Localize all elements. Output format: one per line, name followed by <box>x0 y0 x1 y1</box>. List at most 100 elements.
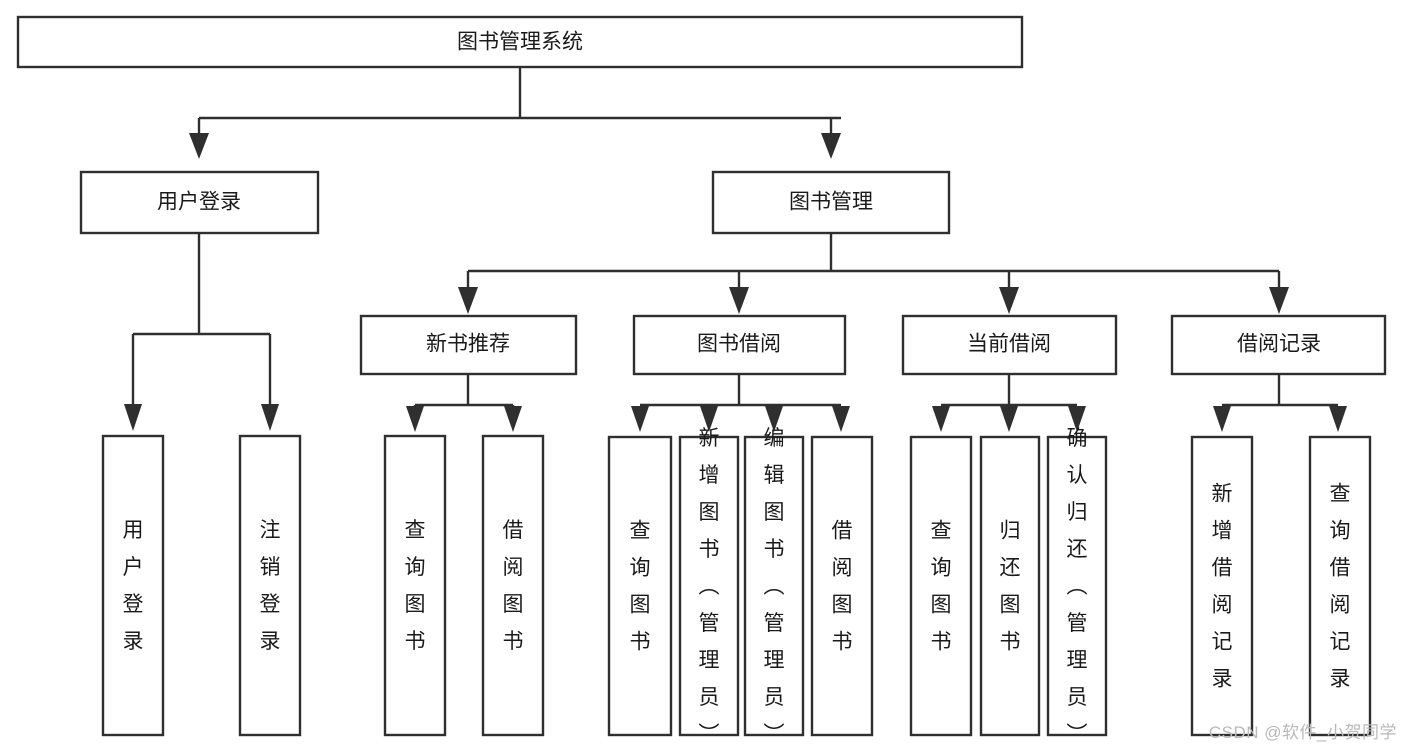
svg-text:图: 图 <box>405 593 426 616</box>
svg-text:理: 理 <box>699 649 720 672</box>
svg-text:管: 管 <box>1067 612 1088 635</box>
connector-layer <box>124 67 1347 432</box>
svg-text:图: 图 <box>503 593 524 616</box>
node-new-book-recommend-box[interactable] <box>359 314 578 376</box>
svg-text:记: 记 <box>1330 631 1351 654</box>
svg-text:阅: 阅 <box>503 556 524 579</box>
node-borrow-record[interactable]: 借阅记录 <box>1170 314 1387 376</box>
node-root-label: 图书管理系统 <box>457 31 583 54</box>
svg-text:录: 录 <box>260 630 281 653</box>
svg-text:归: 归 <box>1000 520 1021 543</box>
leaf-borrow-book-1-box[interactable] <box>481 434 545 737</box>
svg-text:员: 员 <box>764 686 785 709</box>
node-user-login[interactable]: 用户登录 <box>79 170 320 235</box>
svg-text:图: 图 <box>1000 594 1021 617</box>
svg-text:录: 录 <box>1212 668 1233 691</box>
svg-text:书: 书 <box>503 630 524 653</box>
svg-text:图: 图 <box>630 594 651 617</box>
svg-text:确: 确 <box>1067 427 1088 450</box>
svg-text:书: 书 <box>405 630 426 653</box>
arrow-to-leaf-query-book-1 <box>406 406 424 432</box>
node-book-borrow[interactable]: 图书借阅 <box>632 314 847 376</box>
svg-text:查: 查 <box>405 519 426 542</box>
node-user-login-label: 用户登录 <box>157 191 241 214</box>
node-root-box[interactable] <box>16 15 1024 69</box>
arrow-to-leaf-edit-book <box>765 406 783 432</box>
svg-text:借: 借 <box>1330 557 1351 580</box>
leaf-return-book-box[interactable] <box>979 435 1041 737</box>
node-current-borrow-box[interactable] <box>901 314 1118 376</box>
svg-text:书: 书 <box>630 631 651 654</box>
leaf-query-book-2-box[interactable] <box>607 435 673 737</box>
arrow-to-user-login <box>189 133 209 159</box>
leaf-query-book-3-box[interactable] <box>909 435 973 737</box>
node-borrow-record-box[interactable] <box>1170 314 1387 376</box>
arrow-to-borrow-record <box>1269 287 1289 314</box>
leaf-user-login-label: 用户登录 <box>123 519 144 653</box>
svg-text:书: 书 <box>1000 631 1021 654</box>
svg-text:借: 借 <box>503 519 524 542</box>
svg-text:书: 书 <box>832 631 853 654</box>
svg-text:辑: 辑 <box>764 464 785 487</box>
leaf-query-record-box[interactable] <box>1308 435 1372 737</box>
svg-text:图: 图 <box>931 594 952 617</box>
node-book-manage[interactable]: 图书管理 <box>711 170 951 235</box>
node-current-borrow-label: 当前借阅 <box>967 333 1051 356</box>
svg-text:查: 查 <box>1330 483 1351 506</box>
svg-text:新: 新 <box>699 427 720 450</box>
leaf-confirm-return-box[interactable] <box>1046 435 1108 737</box>
svg-text:︵: ︵ <box>764 575 785 598</box>
svg-text:新: 新 <box>1212 483 1233 506</box>
svg-text:图: 图 <box>764 501 785 524</box>
svg-text:︵: ︵ <box>1067 575 1088 598</box>
svg-text:户: 户 <box>123 556 144 579</box>
leaf-edit-book-box[interactable] <box>743 435 805 737</box>
arrow-to-book-manage <box>821 133 841 159</box>
arrow-to-leaf-add-book <box>700 406 718 432</box>
leaf-borrow-book-2-box[interactable] <box>810 435 874 737</box>
leaf-user-logout-box[interactable] <box>238 434 302 737</box>
leaf-add-record-box[interactable] <box>1190 435 1254 737</box>
svg-text:录: 录 <box>1330 668 1351 691</box>
svg-text:询: 询 <box>630 557 651 580</box>
svg-text:阅: 阅 <box>832 557 853 580</box>
svg-text:理: 理 <box>1067 649 1088 672</box>
arrow-to-leaf-user-logout <box>261 404 279 431</box>
svg-text:还: 还 <box>1067 538 1088 561</box>
svg-text:编: 编 <box>764 427 785 450</box>
svg-text:用: 用 <box>123 519 144 542</box>
svg-text:登: 登 <box>123 593 144 616</box>
svg-text:理: 理 <box>764 649 785 672</box>
leaf-user-login-box[interactable] <box>101 434 165 737</box>
node-current-borrow[interactable]: 当前借阅 <box>901 314 1118 376</box>
svg-text:︵: ︵ <box>699 575 720 598</box>
node-book-manage-box[interactable] <box>711 170 951 235</box>
arrow-to-book-borrow <box>729 287 749 314</box>
svg-text:询: 询 <box>405 556 426 579</box>
arrow-to-leaf-query-book-3 <box>932 406 950 432</box>
svg-text:归: 归 <box>1067 501 1088 524</box>
arrow-to-leaf-confirm-return <box>1068 406 1086 432</box>
svg-text:录: 录 <box>123 630 144 653</box>
svg-text:销: 销 <box>260 556 281 579</box>
svg-text:查: 查 <box>630 520 651 543</box>
svg-text:图: 图 <box>832 594 853 617</box>
svg-text:借: 借 <box>832 520 853 543</box>
node-book-borrow-box[interactable] <box>632 314 847 376</box>
leaf-add-book-box[interactable] <box>678 435 740 737</box>
node-new-book-recommend-label: 新书推荐 <box>426 333 510 356</box>
svg-text:员: 员 <box>1067 686 1088 709</box>
leaf-query-book-1-box[interactable] <box>383 434 447 737</box>
node-user-login-box[interactable] <box>79 170 320 235</box>
node-new-book-recommend[interactable]: 新书推荐 <box>359 314 578 376</box>
arrow-to-leaf-query-book-2 <box>631 406 649 432</box>
node-root[interactable]: 图书管理系统 <box>16 15 1024 69</box>
